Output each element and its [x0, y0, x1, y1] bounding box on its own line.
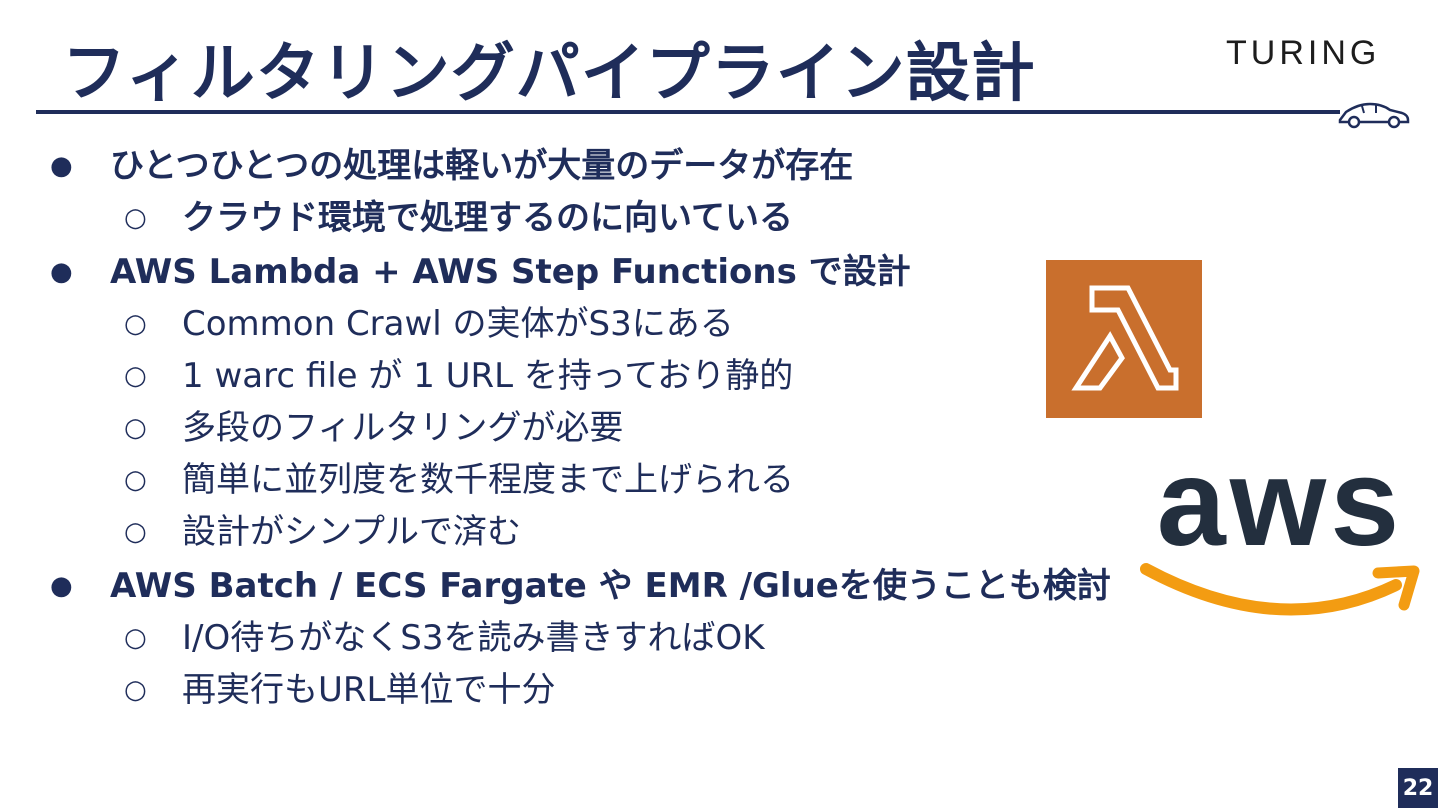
title-divider: [36, 110, 1340, 114]
bullet-marker: ○: [124, 675, 147, 705]
aws-logo-text: aws: [1157, 445, 1403, 572]
aws-logo: aws: [1140, 445, 1420, 616]
list-item: 設計がシンプルで済む: [182, 512, 521, 552]
bullet-marker: ○: [124, 623, 147, 653]
slide-title: フィルタリングパイプライン設計: [62, 37, 1036, 111]
bullet-marker: ○: [124, 309, 147, 339]
list-item: ひとつひとつの処理は軽いが大量のデータが存在: [110, 146, 854, 186]
list-item: 再実行もURL単位で十分: [182, 670, 556, 710]
bullet-marker: ○: [124, 465, 147, 495]
turing-logo: TURING: [1226, 34, 1381, 72]
bullet-marker: ○: [124, 517, 147, 547]
list-item: I/O待ちがなくS3を読み書きすればOK: [182, 618, 765, 658]
list-item: 1 warc file が 1 URL を持っており静的: [182, 356, 794, 396]
bullet-marker: ○: [124, 413, 147, 443]
bullet-marker: ○: [124, 203, 147, 233]
list-item: クラウド環境で処理するのに向いている: [182, 198, 793, 238]
bullet-marker: ●: [50, 151, 73, 181]
page-number: 22: [1398, 768, 1438, 808]
bullet-marker: ●: [50, 571, 73, 601]
list-item: Common Crawl の実体がS3にある: [182, 304, 734, 344]
car-icon: [1338, 102, 1410, 129]
bullet-marker: ●: [50, 257, 73, 287]
list-item: 多段のフィルタリングが必要: [182, 408, 624, 448]
list-item: AWS Batch / ECS Fargate や EMR /Glueを使うこと…: [110, 566, 1111, 606]
bullet-marker: ○: [124, 361, 147, 391]
aws-lambda-icon: [1046, 260, 1202, 418]
list-item: AWS Lambda + AWS Step Functions で設計: [110, 252, 911, 292]
list-item: 簡単に並列度を数千程度まで上げられる: [182, 460, 794, 500]
